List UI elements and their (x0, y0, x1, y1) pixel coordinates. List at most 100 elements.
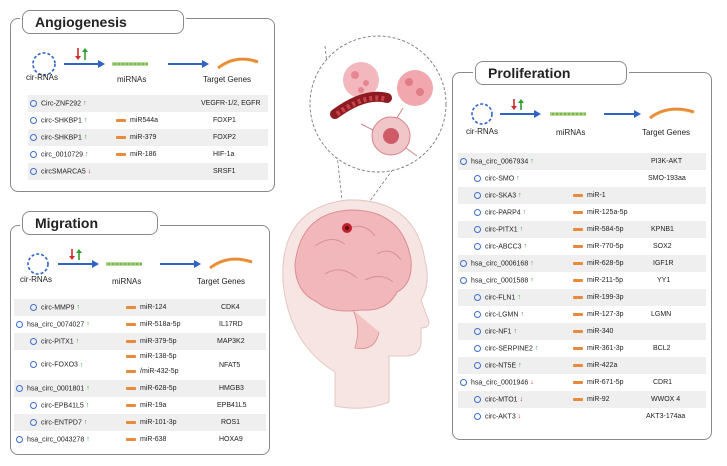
table-row: circ-MTO1↓ miR-92 WWOX 4 (458, 391, 706, 408)
target-genes-label: Target Genes (642, 128, 691, 137)
arrow-down-icon: ↓ (519, 396, 524, 404)
circle-icon (474, 344, 481, 352)
arrow-up-icon: ↑ (522, 209, 527, 217)
table-row: hsa_circ_0001946↓ miR-671-5p CDR1 (458, 374, 706, 391)
circle-icon (460, 378, 467, 386)
mirna-icon (126, 322, 136, 326)
arrow-up-icon: ↑ (517, 294, 521, 302)
angiogenesis-title: Angiogenesis (22, 10, 184, 34)
circle-icon (474, 293, 481, 301)
table-row: circ-PARP4↑ miR-125a-5p (458, 204, 706, 221)
brain-tumor-illustration (282, 35, 447, 409)
mirna-icon (573, 261, 583, 265)
table-row: circ-SKA3↑ miR-1 (458, 187, 706, 204)
table-row: hsa_circ_0074027↑ miR-518a-5p IL17RD (14, 316, 266, 333)
mirna-icon (573, 244, 583, 248)
table-row: circ-SHKBP1↑ miR544a FOXP1 (28, 112, 268, 129)
arrow-down-icon: ↓ (517, 413, 522, 421)
mirnas-label: miRNAs (556, 128, 586, 137)
circ-rna-icon (471, 103, 493, 125)
circ-rna-icon (27, 253, 49, 275)
table-row: hsa_circ_0043278↑ miR-638 HOXA9 (14, 431, 266, 448)
table-row: circ-SHKBP1↑ miR-379 FOXP2 (28, 129, 268, 146)
cir-rnas-label: cir-RNAs (466, 127, 498, 136)
table-row: circ-PITX1↑ miR-584-5p KPNB1 (458, 221, 706, 238)
circ-rna-icon (32, 52, 56, 76)
table-row: Circ-ZNF292↑ VEGFR-1/2, EGFR (28, 95, 268, 112)
arrow-up-icon: ↑ (83, 100, 87, 108)
mirna-icon (573, 346, 583, 350)
arrow-up-icon: ↑ (518, 362, 522, 370)
arrow-down-icon: ↓ (87, 168, 92, 176)
arrow-up-icon: ↑ (85, 151, 89, 159)
arrow-right-icon (64, 60, 105, 68)
table-row: circ-ABCC3↑ miR-770-5p SOX2 (458, 238, 706, 255)
circle-icon (30, 401, 37, 409)
mirna-icon (116, 135, 126, 139)
table-row: circ-MMP9↑ miR-124 CDK4 (14, 299, 266, 316)
circle-icon (30, 99, 37, 107)
circle-icon (30, 150, 37, 158)
mirna-icon (126, 420, 136, 424)
circle-icon (460, 276, 467, 284)
arrow-up-icon: ↑ (86, 321, 90, 329)
table-row: circ-EPB41L5↑ miR-19a EPB41L5 (14, 397, 266, 414)
circle-icon (30, 167, 37, 175)
arrow-up-icon: ↑ (519, 226, 524, 234)
target-genes-label: Target Genes (197, 277, 246, 286)
target-gene-icon (649, 107, 695, 120)
mirna-icon (573, 380, 583, 384)
circle-icon (460, 259, 467, 267)
arrow-up-icon: ↑ (83, 134, 88, 142)
circle-icon (474, 242, 481, 250)
arrow-up-icon: ↑ (523, 243, 528, 251)
arrow-right-icon (604, 110, 641, 118)
arrow-right-icon (160, 260, 201, 268)
table-row: circ-SERPINE2↑ miR-361-3p BCL2 (458, 340, 706, 357)
mirna-icon (126, 437, 136, 441)
mirna-icon (126, 305, 136, 309)
arrow-up-icon: ↑ (518, 192, 522, 200)
mirna-icon (573, 329, 583, 333)
table-row: hsa_circ_0067934↑ PI3K-AKT (458, 153, 706, 170)
angiogenesis-flow-diagram (32, 48, 259, 76)
circle-icon (30, 116, 37, 124)
arrow-up-icon: ↑ (530, 260, 534, 268)
migration-table: circ-MMP9↑ miR-124 CDK4 hsa_circ_0074027… (14, 299, 266, 448)
table-row: circ-FLN1↑ miR-199-3p (458, 289, 706, 306)
migration-flow-diagram (27, 249, 253, 275)
proliferation-table: hsa_circ_0067934↑ PI3K-AKT circ-SMO↑ SMO… (458, 153, 706, 425)
circle-icon (474, 174, 481, 182)
arrow-right-icon (500, 110, 541, 118)
arrow-right-icon (168, 60, 209, 68)
table-row: circSMARCA5↓ SRSF1 (28, 163, 268, 180)
target-genes-label: Target Genes (203, 75, 252, 84)
mirna-icon (573, 295, 583, 299)
mirna-icon (573, 227, 583, 231)
arrow-up-icon: ↑ (86, 385, 90, 393)
table-row: circ-ENTPD7↑ miR-101-3p ROS1 (14, 414, 266, 431)
table-row: circ-PITX1↑ miR-379-5p MAP3K2 (14, 333, 266, 350)
circle-icon (474, 191, 481, 199)
tumor-microenvironment-icon (309, 35, 447, 173)
table-row: circ-NT5E↑ miR-422a (458, 357, 706, 374)
cir-rnas-label: cir-RNAs (26, 73, 58, 82)
mirna-icon (126, 339, 136, 343)
circle-icon (30, 303, 37, 311)
mirna-icon (126, 354, 136, 358)
arrow-up-icon: ↑ (534, 345, 539, 353)
mirna-icon (573, 278, 583, 282)
arrow-up-icon: ↑ (513, 328, 517, 336)
arrow-up-icon: ↑ (86, 436, 90, 444)
circle-icon (30, 418, 37, 426)
target-gene-icon (217, 57, 259, 70)
proliferation-title: Proliferation (475, 61, 627, 85)
circle-icon (474, 310, 481, 318)
arrow-up-icon: ↑ (520, 311, 524, 319)
table-row: hsa_circ_0006168↑ miR-628-5p IGF1R (458, 255, 706, 272)
arrow-up-icon: ↑ (83, 419, 88, 427)
arrow-down-icon: ↓ (530, 379, 534, 387)
mirnas-label: miRNAs (117, 75, 147, 84)
table-row: circ_0010729↑ miR-186 HIF-1a (28, 146, 268, 163)
circle-icon (30, 361, 37, 369)
